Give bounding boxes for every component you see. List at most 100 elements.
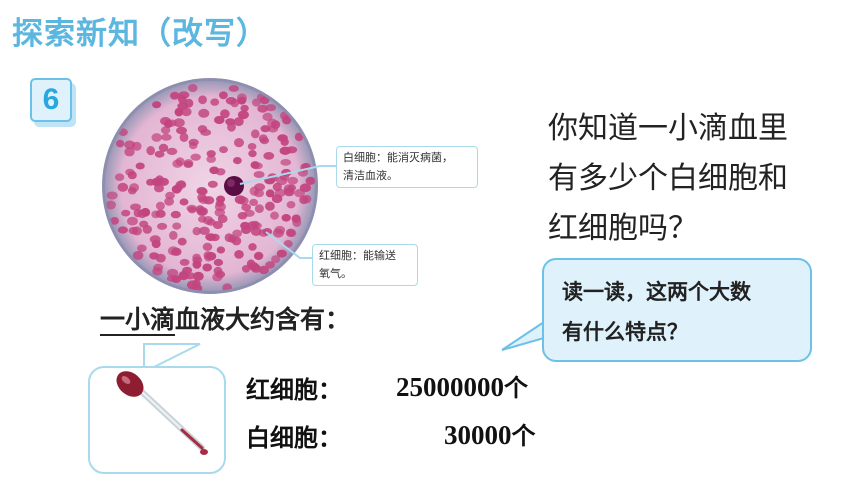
red-blood-cell (219, 91, 228, 100)
dropper-icon (116, 371, 208, 455)
red-blood-cell (175, 157, 185, 166)
red-blood-cell (228, 85, 239, 92)
red-cell-number: 25000000 (396, 372, 504, 402)
red-blood-cell (271, 194, 283, 204)
badge-number: 6 (30, 78, 72, 122)
red-blood-cell (160, 133, 172, 141)
question-line2: 有多少个白细胞和 (548, 161, 788, 196)
red-blood-cell (160, 117, 171, 126)
red-blood-cell (251, 222, 262, 230)
red-blood-cell (216, 195, 226, 203)
red-blood-cell (127, 171, 137, 180)
red-blood-cell (212, 221, 223, 229)
red-blood-cell (257, 104, 268, 113)
red-blood-cell (198, 108, 210, 118)
lead-underlined: 一小滴 (100, 305, 176, 334)
red-cell-value: 25000000个 (396, 368, 528, 403)
red-blood-cell (166, 147, 178, 155)
red-blood-cell (274, 225, 286, 235)
red-blood-cell (248, 243, 257, 251)
red-blood-cell (209, 166, 220, 175)
red-blood-cell (234, 138, 244, 148)
red-cells-group (105, 84, 315, 291)
red-blood-cell (258, 229, 269, 237)
red-cell-callout: 红细胞：能输送 氧气。 (312, 244, 418, 286)
red-blood-cell (167, 268, 179, 278)
red-blood-cell (140, 207, 151, 217)
red-blood-cell (206, 251, 217, 261)
red-blood-cell (164, 197, 175, 206)
red-blood-cell (146, 146, 155, 156)
red-blood-cell (259, 137, 270, 145)
red-blood-cell (234, 250, 244, 259)
white-cell-pointer (239, 165, 336, 185)
red-blood-cell (216, 246, 226, 254)
red-blood-cell (198, 188, 208, 196)
red-blood-cell (174, 107, 184, 117)
red-blood-cell (169, 230, 178, 240)
red-blood-cell (233, 157, 242, 165)
bubble-line1: 读一读，这两个大数 (562, 279, 751, 304)
red-blood-cell (124, 147, 135, 157)
red-blood-cell (219, 146, 228, 154)
red-blood-cell (158, 143, 169, 152)
red-blood-cell (202, 216, 214, 225)
red-blood-cell (254, 189, 264, 198)
red-blood-cell (234, 195, 246, 205)
dropper-box-pointer (143, 343, 201, 374)
red-blood-cell (206, 155, 216, 163)
red-blood-cell (133, 208, 142, 218)
red-blood-cell (197, 207, 208, 216)
red-blood-cell (171, 185, 182, 194)
white-cell-row: 白细胞： 30000个 (246, 418, 536, 453)
red-blood-cell (129, 183, 140, 193)
red-blood-cell (227, 122, 236, 132)
red-blood-cell (181, 107, 192, 117)
red-blood-cell (281, 214, 291, 222)
red-blood-cell (294, 189, 305, 198)
red-blood-cell (283, 187, 295, 197)
red-blood-cell (260, 125, 271, 133)
lead-sentence: 一小滴血液大约含有： (100, 300, 350, 336)
red-blood-cell (258, 265, 269, 275)
red-blood-cell (207, 180, 218, 188)
red-blood-cell (230, 98, 239, 108)
red-blood-cell (249, 198, 258, 206)
red-blood-cell (176, 126, 187, 135)
red-blood-cell (236, 93, 247, 103)
red-blood-cell (165, 191, 175, 200)
red-blood-cell (198, 226, 210, 235)
red-blood-cell (280, 159, 292, 166)
dropper-box (88, 366, 226, 474)
red-blood-cell (114, 173, 125, 181)
red-blood-cell (186, 280, 198, 290)
question-text: 你知道一小滴血里 有多少个白细胞和 红细胞吗？ (548, 104, 848, 254)
red-blood-cell (217, 214, 228, 224)
red-blood-cell (265, 104, 277, 112)
red-blood-cell (287, 176, 299, 185)
red-cell-callout-line2: 氧气。 (319, 267, 352, 280)
red-blood-cell (254, 204, 264, 214)
red-cell-pointer (265, 231, 312, 259)
red-blood-cell (232, 229, 243, 238)
white-cell-value: 30000个 (444, 416, 536, 451)
red-blood-cell (202, 263, 212, 272)
red-blood-cell (190, 153, 201, 161)
question-line1: 你知道一小滴血里 (548, 111, 788, 146)
red-blood-cell (151, 210, 161, 219)
red-blood-cell (277, 134, 288, 142)
red-blood-cell (271, 120, 281, 129)
lead-rest: 血液大约含有： (175, 305, 351, 334)
red-blood-cell (214, 115, 225, 125)
red-blood-cell (152, 101, 162, 109)
red-blood-cell (272, 182, 282, 192)
red-blood-cell (126, 216, 138, 226)
red-blood-cell (117, 182, 129, 192)
red-blood-cell (188, 84, 198, 92)
red-blood-cell (214, 208, 226, 217)
red-blood-cell (265, 261, 275, 269)
white-blood-cell (224, 176, 244, 196)
red-blood-cell (197, 125, 208, 133)
red-blood-cell (294, 132, 304, 142)
